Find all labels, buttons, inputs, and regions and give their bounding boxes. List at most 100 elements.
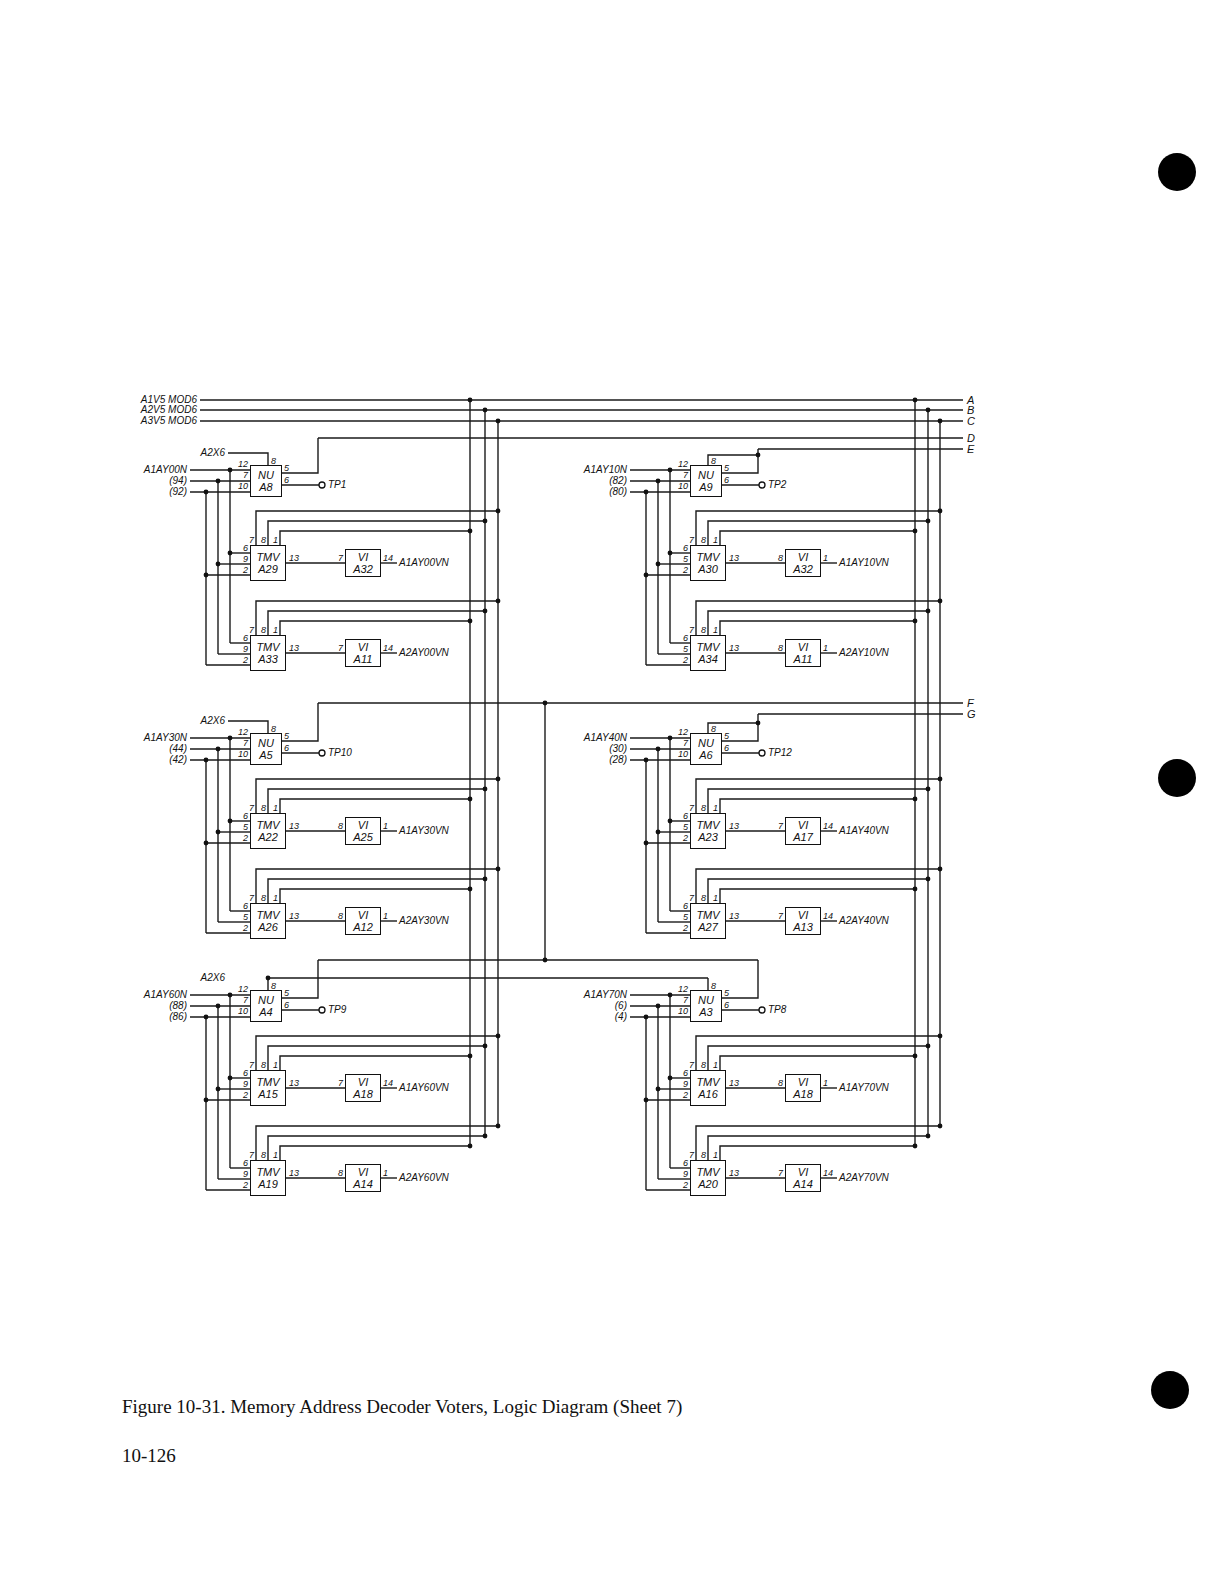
junction-dot — [204, 1015, 209, 1020]
signal-wire — [696, 601, 940, 635]
diagram-label: 2 — [243, 566, 248, 575]
diagram-label: A1AY30VN — [399, 826, 449, 836]
junction-dot — [913, 887, 918, 892]
junction-dot — [913, 619, 918, 624]
signal-wire — [646, 842, 690, 843]
node-text: VI — [798, 551, 808, 563]
diagram-label: 1 — [713, 1061, 718, 1070]
signal-wire — [206, 574, 250, 575]
junction-dot — [913, 797, 918, 802]
junction-dot — [468, 619, 473, 624]
diagram-label: 7 — [683, 739, 688, 748]
diagram-label: (42) — [169, 755, 187, 765]
junction-dot — [483, 877, 488, 882]
diagram-label: 1 — [713, 536, 718, 545]
figure-caption: Figure 10-31. Memory Address Decoder Vot… — [122, 1396, 682, 1419]
diagram-label: B — [967, 405, 974, 416]
junction-dot — [926, 609, 931, 614]
diagram-label: 7 — [689, 804, 694, 813]
junction-dot — [483, 1044, 488, 1049]
junction-dot — [204, 490, 209, 495]
signal-wire — [256, 1126, 498, 1160]
diagram-label: 7 — [683, 471, 688, 480]
diagram-label: (86) — [169, 1012, 187, 1022]
node-text: TMV — [256, 909, 279, 921]
diagram-label: 13 — [729, 822, 739, 831]
node-text: A5 — [259, 749, 272, 761]
signal-wire — [630, 469, 690, 470]
signal-wire — [268, 1046, 485, 1070]
signal-wire — [230, 820, 250, 821]
signal-wire — [670, 820, 690, 821]
node-text: VI — [358, 1166, 368, 1178]
signal-wire — [256, 601, 498, 635]
node-text: A14 — [793, 1178, 813, 1190]
signal-wire — [708, 789, 928, 813]
diagram-label: (4) — [615, 1012, 627, 1022]
signal-connector — [286, 830, 345, 831]
diagram-label: 6 — [243, 1159, 248, 1168]
signal-wire — [630, 491, 690, 492]
nu-gate-box: NUA9 — [690, 465, 722, 497]
signal-wire — [256, 1036, 498, 1070]
diagram-label: A2AY30VN — [399, 916, 449, 926]
signal-wire — [381, 1177, 397, 1178]
signal-wire — [696, 1036, 940, 1070]
test-point — [319, 750, 325, 756]
diagram-label: 6 — [724, 1001, 729, 1010]
diagram-label: A2V5 MOD6 — [141, 405, 197, 415]
node-text: TMV — [696, 819, 719, 831]
diagram-label: A2AY40VN — [839, 916, 889, 926]
node-text: A19 — [258, 1178, 278, 1190]
diagram-label: 6 — [683, 544, 688, 553]
nu-gate-box: NUA6 — [690, 733, 722, 765]
diagram-label: TP2 — [768, 480, 786, 490]
diagram-label: 12 — [238, 985, 248, 994]
junction-dot — [913, 398, 918, 403]
junction-dot — [483, 787, 488, 792]
junction-dot — [938, 509, 943, 514]
diagram-label: 7 — [689, 894, 694, 903]
node-text: A22 — [258, 831, 278, 843]
diagram-label: 8 — [261, 626, 266, 635]
signal-wire — [218, 1088, 250, 1089]
tmv-voter-box: TMVA33 — [250, 635, 286, 671]
signal-wire — [218, 1178, 250, 1179]
diagram-label: 6 — [243, 544, 248, 553]
junction-dot — [668, 993, 673, 998]
signal-wire — [217, 481, 218, 654]
diagram-label: A1AY00N — [144, 465, 187, 475]
signal-wire — [658, 921, 690, 922]
signal-connector — [286, 1087, 345, 1088]
signal-wire — [268, 611, 485, 635]
diagram-label: 8 — [711, 982, 716, 991]
signal-wire — [282, 703, 318, 741]
signal-wire — [696, 1126, 940, 1160]
signal-wire — [318, 702, 963, 703]
signal-connector — [726, 920, 785, 921]
signal-wire — [230, 910, 250, 911]
signal-wire — [280, 531, 470, 545]
diagram-label: 2 — [683, 566, 688, 575]
junction-dot — [266, 976, 271, 981]
junction-dot — [216, 747, 221, 752]
diagram-label: 8 — [701, 1061, 706, 1070]
signal-connector — [286, 1177, 345, 1178]
node-text: A29 — [258, 563, 278, 575]
diagram-label: (94) — [169, 476, 187, 486]
signal-wire — [229, 995, 230, 1168]
diagram-label: 6 — [724, 744, 729, 753]
signal-wire — [206, 664, 250, 665]
vi-inverter-box: VIA25 — [345, 817, 381, 845]
signal-wire — [658, 653, 690, 654]
signal-wire — [646, 932, 690, 933]
junction-dot — [656, 562, 661, 567]
junction-dot — [543, 958, 548, 963]
node-text: A14 — [353, 1178, 373, 1190]
signal-wire — [658, 1178, 690, 1179]
diagram-label: 2 — [243, 1181, 248, 1190]
diagram-label: 12 — [678, 728, 688, 737]
vi-inverter-box: VIA11 — [345, 639, 381, 667]
signal-wire — [318, 437, 963, 438]
